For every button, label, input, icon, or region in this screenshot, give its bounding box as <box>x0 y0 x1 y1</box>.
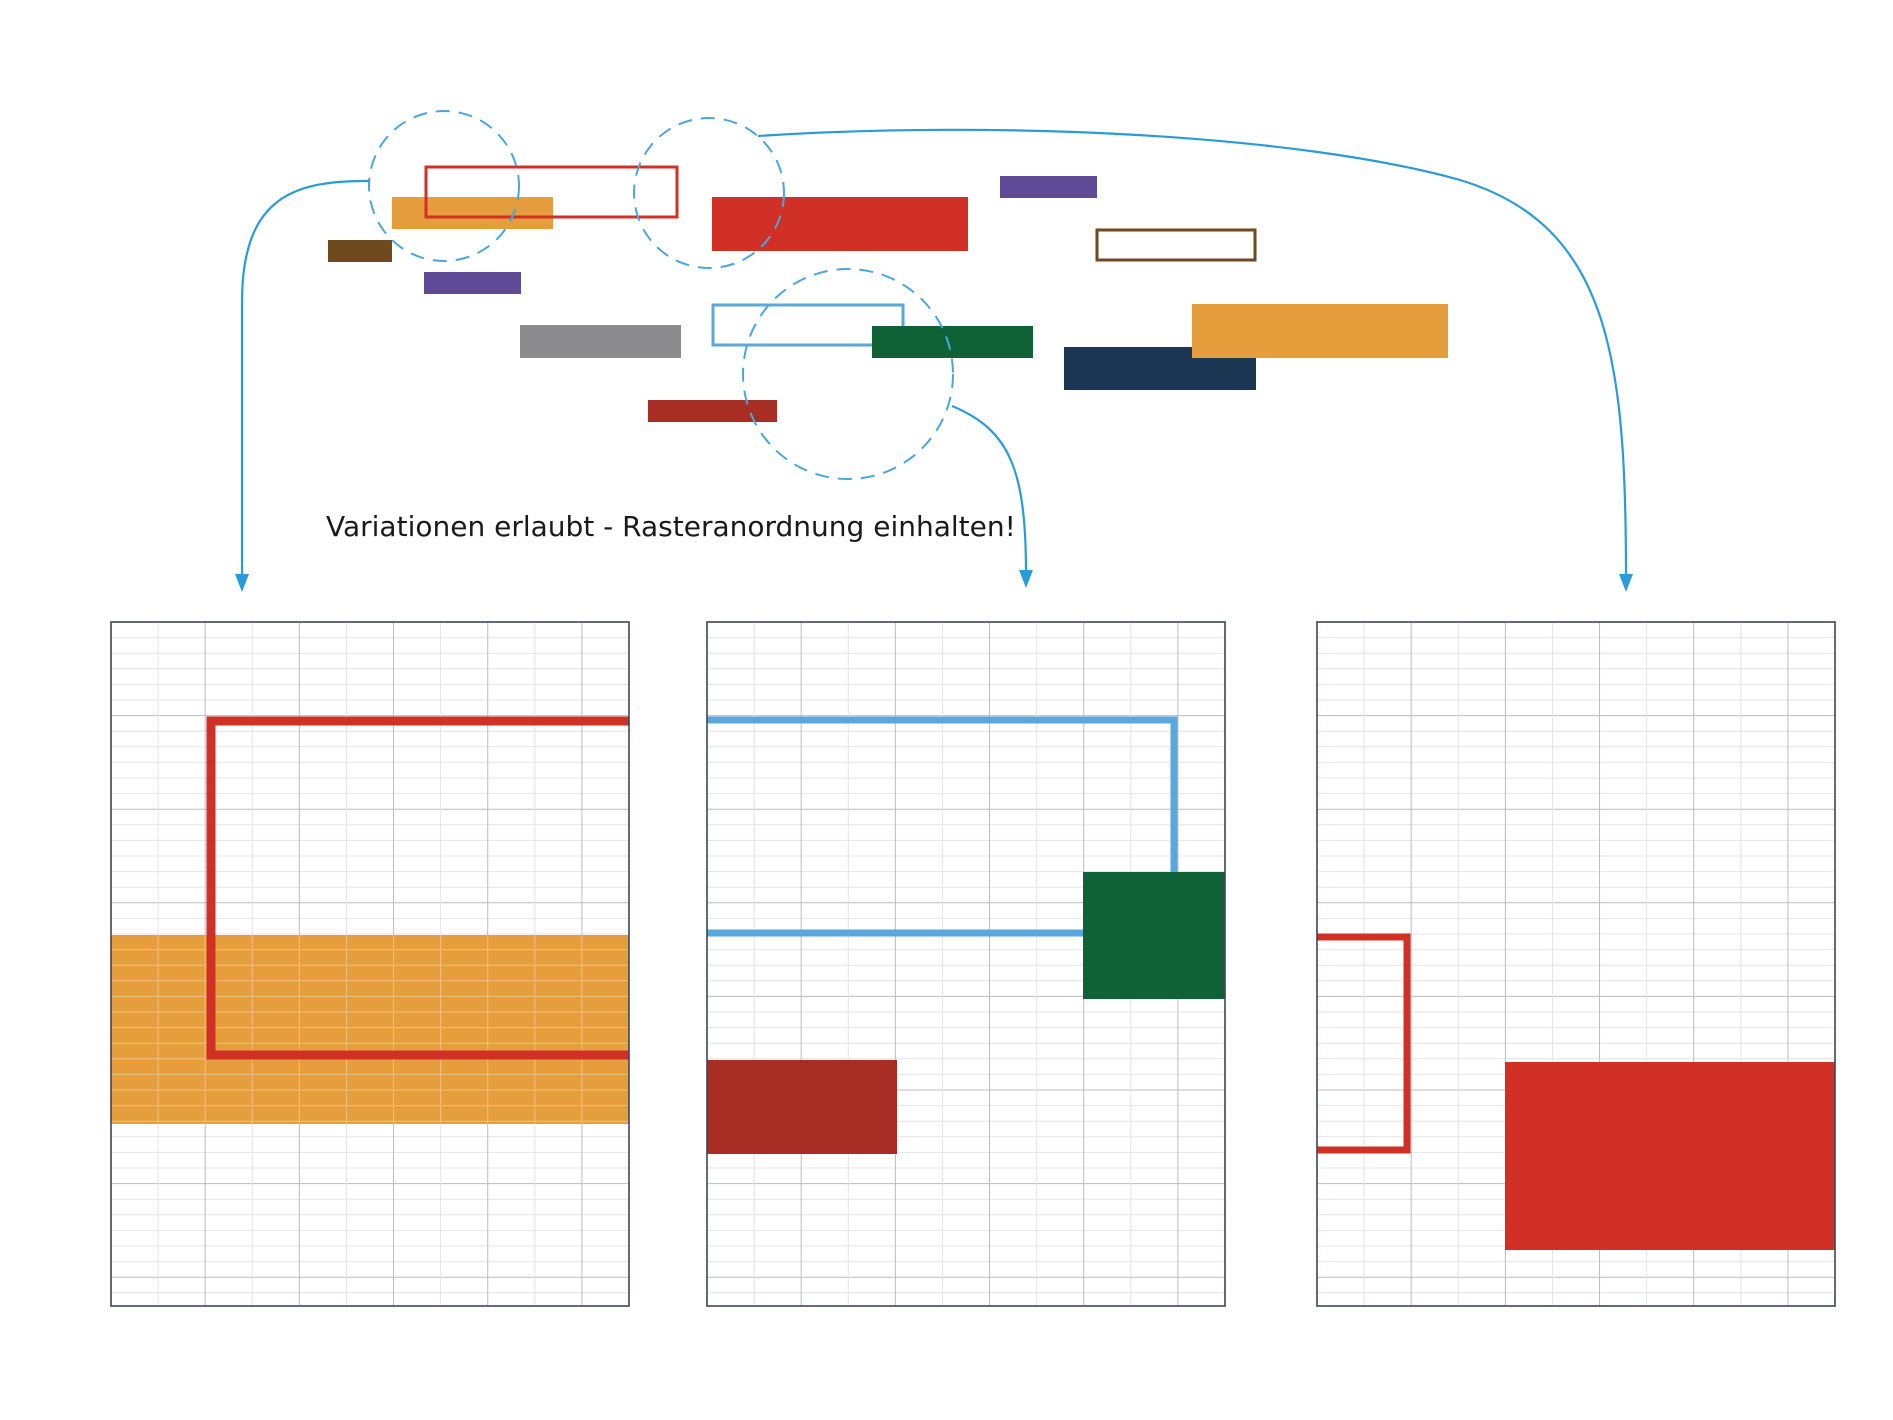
arrow-to-grid-1 <box>240 179 371 578</box>
red-outline-bar <box>424 165 679 219</box>
grid-panel-3 <box>1316 621 1836 1307</box>
red-bracket <box>1317 933 1411 1154</box>
purple-bar-right <box>1000 176 1097 198</box>
grid-border <box>110 621 630 1307</box>
orange-bar-large <box>1192 304 1448 358</box>
dashed-selection-circle-icon <box>742 268 954 480</box>
caption-text: Variationen erlaubt - Rasteranordnung ei… <box>326 510 1016 543</box>
grid-panel-1 <box>110 621 630 1307</box>
blue-outline-bar <box>711 303 905 347</box>
green-block <box>1083 872 1225 999</box>
arrow-heads <box>235 570 1633 592</box>
grid-border <box>706 621 1226 1307</box>
arrow-to-grid-2 <box>951 404 1028 575</box>
brown-bar <box>328 240 392 262</box>
red-bar-large <box>712 197 968 251</box>
dashed-selection-circle-icon <box>633 117 785 269</box>
dark-red-bar <box>648 400 777 422</box>
selection-circles <box>368 110 954 480</box>
arrow-down-icon <box>235 574 249 592</box>
brown-outline-bar <box>1095 228 1257 262</box>
purple-bar-left <box>424 272 521 294</box>
connector-arrows <box>240 128 1628 579</box>
arrow-to-grid-3 <box>757 128 1628 579</box>
orange-band <box>111 935 629 1124</box>
orange-bar-small <box>392 197 553 229</box>
gray-bar <box>520 325 681 358</box>
green-bar <box>872 326 1033 358</box>
arrow-down-icon <box>1019 570 1033 588</box>
red-frame <box>206 716 629 1060</box>
red-block <box>1505 1062 1835 1250</box>
arrow-down-icon <box>1619 574 1633 592</box>
grid-panel-2 <box>706 621 1226 1307</box>
dark-red-block <box>707 1060 897 1154</box>
dashed-selection-circle-icon <box>368 110 520 262</box>
grid-overlay <box>111 935 629 1124</box>
element-palette <box>328 165 1448 422</box>
blue-frame <box>707 716 1178 937</box>
bottom-fade <box>0 1307 1893 1420</box>
grid-border <box>1316 621 1836 1307</box>
